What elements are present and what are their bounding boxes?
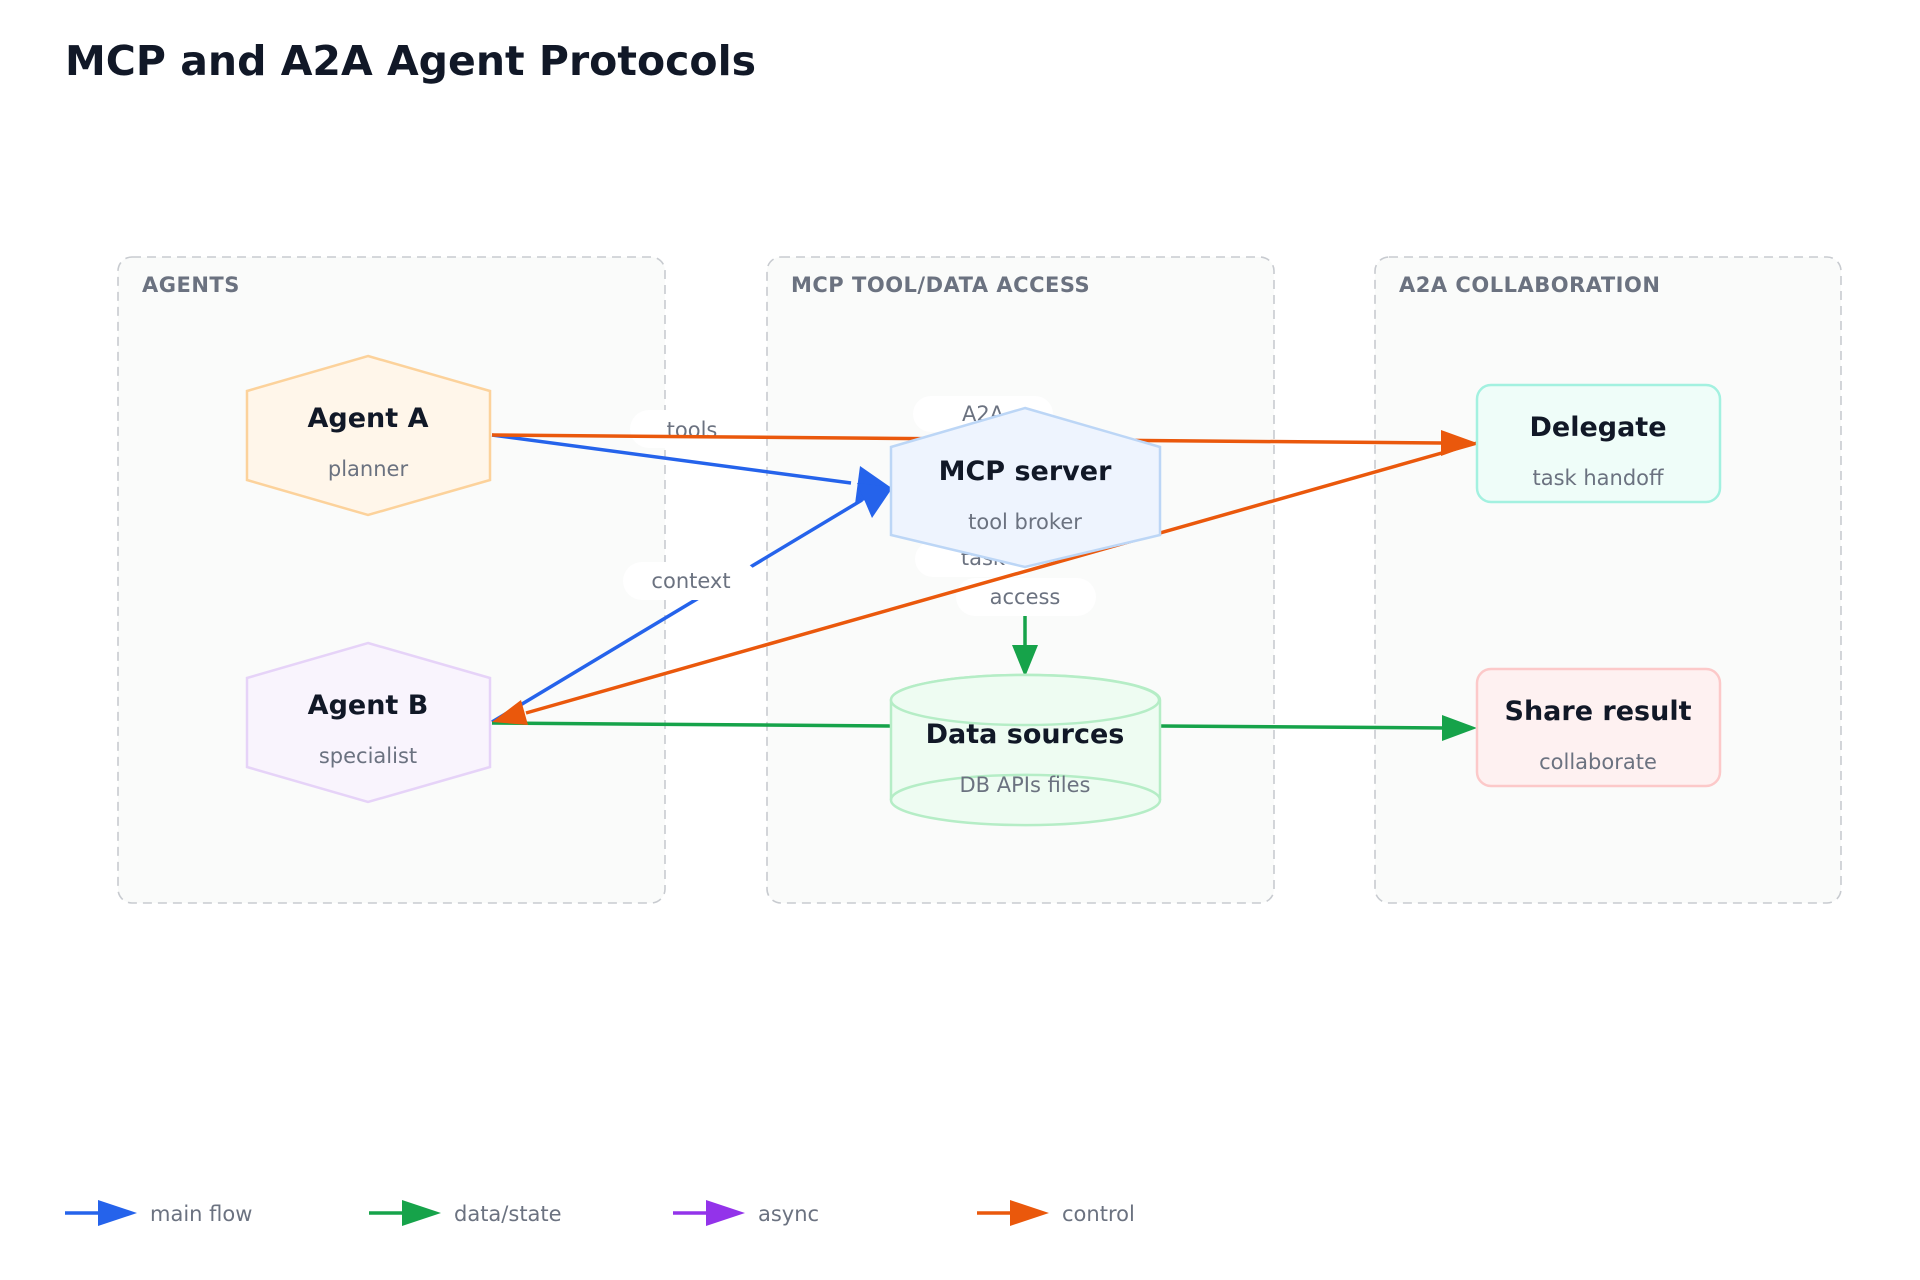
legend-item-data-state: data/state — [369, 1200, 562, 1226]
node-mcp-server-subtitle: tool broker — [968, 510, 1082, 534]
group-a2a: A2A COLLABORATION — [1374, 256, 1842, 904]
legend-item-async: async — [673, 1200, 819, 1226]
edge-label-bg-access — [956, 578, 1096, 616]
edge-agent-b-to-mcp — [491, 498, 863, 724]
legend-label-main-flow: main flow — [150, 1202, 252, 1226]
node-agent-b-title: Agent B — [308, 690, 429, 721]
node-mcp-server[interactable]: MCP server tool broker — [889, 406, 1162, 569]
node-delegate[interactable]: Delegate task handoff — [1475, 383, 1722, 504]
edge-label-bg-context — [623, 562, 758, 600]
node-mcp-server-title: MCP server — [939, 456, 1112, 487]
edge-delegate-to-agent-b-arrowhead — [492, 700, 528, 725]
edge-mcp-to-data-arrowhead — [1012, 645, 1038, 677]
legend: main flow data/state async control — [65, 1200, 1135, 1226]
group-agents: AGENTS — [117, 256, 666, 904]
node-share-result-subtitle: collaborate — [1539, 750, 1657, 774]
node-share-result-title: Share result — [1505, 696, 1692, 727]
edge-data-to-share-arrowhead — [1442, 715, 1477, 741]
node-data-sources[interactable]: Data sources DB APIs files — [889, 673, 1162, 827]
edge-agent-b-to-mcp-arrowhead — [857, 483, 893, 518]
page-title: MCP and A2A Agent Protocols — [65, 37, 756, 85]
node-agent-a-subtitle: planner — [328, 457, 409, 481]
edge-data-to-share — [1159, 724, 1447, 730]
legend-label-data-state: data/state — [454, 1202, 562, 1226]
group-label-a2a: A2A COLLABORATION — [1399, 273, 1660, 297]
legend-label-async: async — [758, 1202, 819, 1226]
edge-delegate-to-agent-b — [525, 441, 1478, 715]
edge-label-context: context — [651, 569, 730, 593]
edge-label-access: access — [990, 585, 1061, 609]
node-delegate-subtitle: task handoff — [1532, 466, 1664, 490]
legend-label-control: control — [1062, 1202, 1135, 1226]
node-agent-b[interactable]: Agent B specialist — [245, 641, 492, 804]
group-label-mcp: MCP TOOL/DATA ACCESS — [791, 273, 1090, 297]
node-data-sources-subtitle: DB APIs files — [959, 773, 1090, 797]
legend-item-control: control — [977, 1200, 1135, 1226]
group-label-agents: AGENTS — [142, 273, 240, 297]
node-data-sources-title: Data sources — [926, 719, 1125, 750]
node-share-result[interactable]: Share result collaborate — [1475, 667, 1722, 788]
node-delegate-title: Delegate — [1529, 412, 1666, 443]
edge-agent-b-to-data — [491, 721, 894, 728]
legend-item-main-flow: main flow — [65, 1200, 252, 1226]
edge-agent-a-to-mcp — [491, 433, 852, 485]
node-agent-b-subtitle: specialist — [319, 744, 417, 768]
node-agent-a-title: Agent A — [308, 403, 429, 434]
node-agent-a[interactable]: Agent A planner — [245, 354, 492, 517]
